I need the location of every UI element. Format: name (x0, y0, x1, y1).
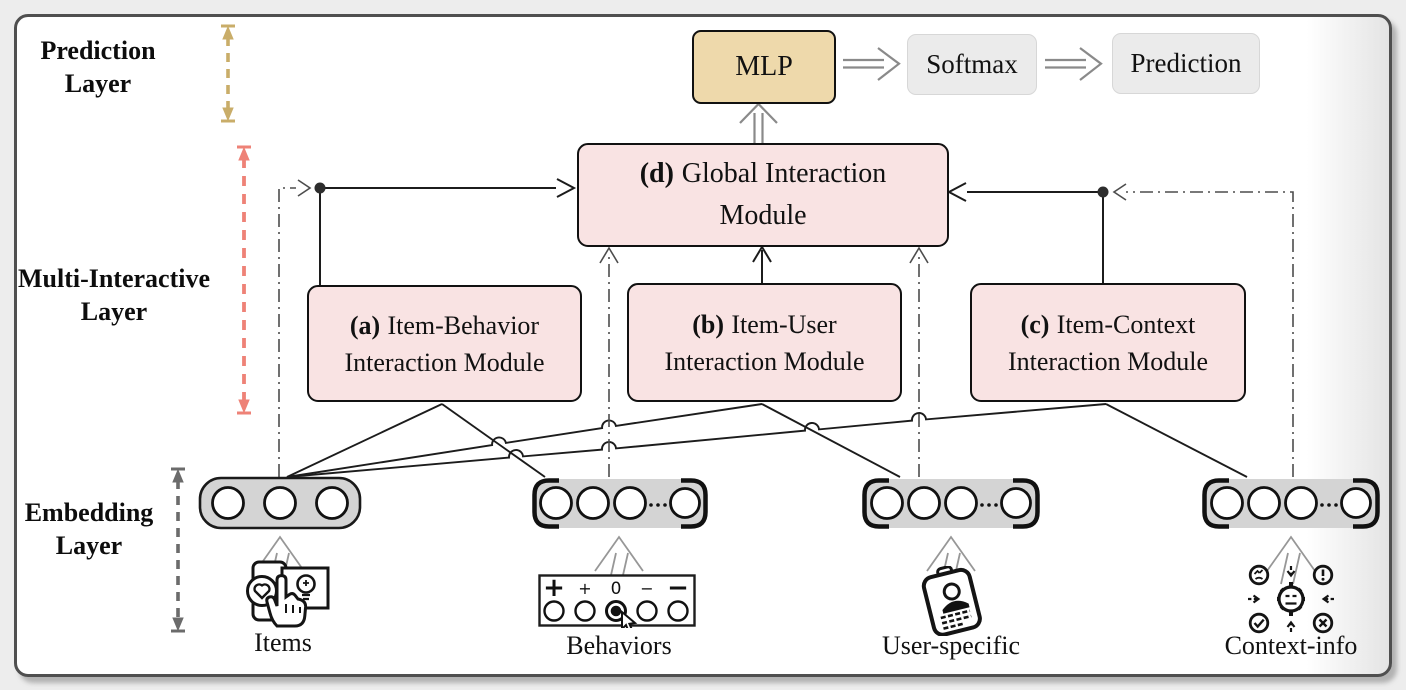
item-user-interaction-module: (b)Item-User Interaction Module (627, 283, 902, 402)
embedding-layer-label: Embedding Layer (24, 498, 154, 560)
svg-text:−: − (667, 573, 689, 603)
id-badge-icon (921, 566, 982, 636)
items-embedding-capsule (198, 476, 362, 530)
user-embedding-capsule (862, 478, 1040, 529)
right-junction-dot (1097, 186, 1109, 198)
solid-wires (286, 178, 1248, 478)
cursor-icon (621, 609, 638, 628)
prediction-box: Prediction (1112, 33, 1260, 94)
embedding-layer-extent-arrow (171, 467, 185, 633)
gear-icon (1277, 582, 1305, 616)
dashdot-wires (278, 179, 1294, 477)
context-embedding-capsule (1202, 478, 1380, 529)
softmax-to-prediction-arrow (1045, 47, 1103, 81)
prediction-layer-extent-arrow (221, 24, 235, 123)
tap-select-items-icon (246, 560, 330, 628)
icon-to-capsule-arrows (255, 535, 1316, 585)
rating-scale-click-icon: + + 0 − − (538, 573, 696, 628)
alert-icon (1312, 564, 1334, 586)
svg-text:+: + (578, 579, 591, 598)
cross-icon (1312, 612, 1334, 634)
behaviors-embedding-capsule (532, 478, 708, 529)
global-interaction-module: (d)Global Interaction Module (577, 143, 949, 247)
inward-arrows (1248, 566, 1334, 632)
angry-face-icon (1248, 564, 1270, 586)
behaviors-label: Behaviors (566, 631, 672, 660)
global-module-to-mlp-arrow (739, 102, 778, 143)
svg-text:+: + (543, 573, 565, 603)
prediction-layer-label: Prediction Layer (40, 36, 156, 98)
svg-text:−: − (640, 579, 653, 598)
left-junction-dot (314, 182, 326, 194)
context-gear-status-icon (1248, 564, 1334, 634)
mlp-box: MLP (692, 30, 836, 104)
check-icon (1248, 612, 1270, 634)
softmax-box: Softmax (907, 34, 1037, 95)
item-behavior-interaction-module: (a)Item-Behavior Interaction Module (307, 285, 582, 402)
multi-interactive-layer-label: Multi-Interactive Layer (17, 264, 211, 326)
multi-interactive-layer-extent-arrow (237, 145, 251, 415)
svg-text:0: 0 (611, 579, 622, 599)
mlp-to-softmax-arrow (843, 47, 901, 81)
item-context-interaction-module: (c)Item-Context Interaction Module (970, 283, 1246, 402)
context-info-label: Context-info (1224, 631, 1358, 660)
user-specific-label: User-specific (881, 631, 1021, 660)
items-label: Items (254, 628, 312, 657)
